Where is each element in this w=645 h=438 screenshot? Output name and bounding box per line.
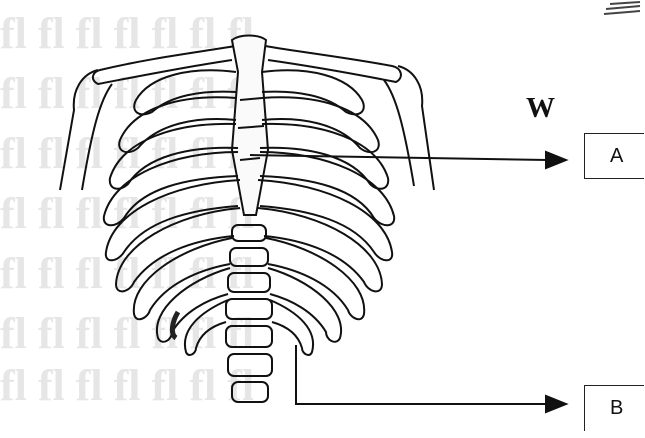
arrowhead-a [546, 152, 566, 168]
label-box-b: B [584, 385, 644, 431]
pointer-line-b [296, 345, 548, 404]
svg-text:fl fl fl fl fl fl fl: fl fl fl fl fl fl fl [0, 69, 254, 118]
right-ribs [258, 70, 394, 355]
svg-text:fl fl fl fl fl fl fl: fl fl fl fl fl fl fl [0, 309, 254, 358]
svg-text:fl fl fl fl fl fl fl: fl fl fl fl fl fl fl [0, 9, 254, 58]
label-a-text: A [610, 145, 623, 168]
arrowhead-b [546, 396, 566, 412]
svg-text:fl fl fl fl fl fl fl: fl fl fl fl fl fl fl [0, 361, 254, 410]
pointer-line-a [250, 155, 548, 160]
label-b-text: B [610, 397, 623, 420]
corner-mark [604, 2, 640, 14]
diagram-title: W [526, 92, 555, 125]
watermark-pattern: fl fl fl fl fl fl fl fl fl fl fl fl fl f… [0, 9, 254, 410]
right-humerus-inner [384, 80, 414, 186]
pointer-lines [250, 152, 566, 412]
label-box-a: A [584, 133, 644, 179]
